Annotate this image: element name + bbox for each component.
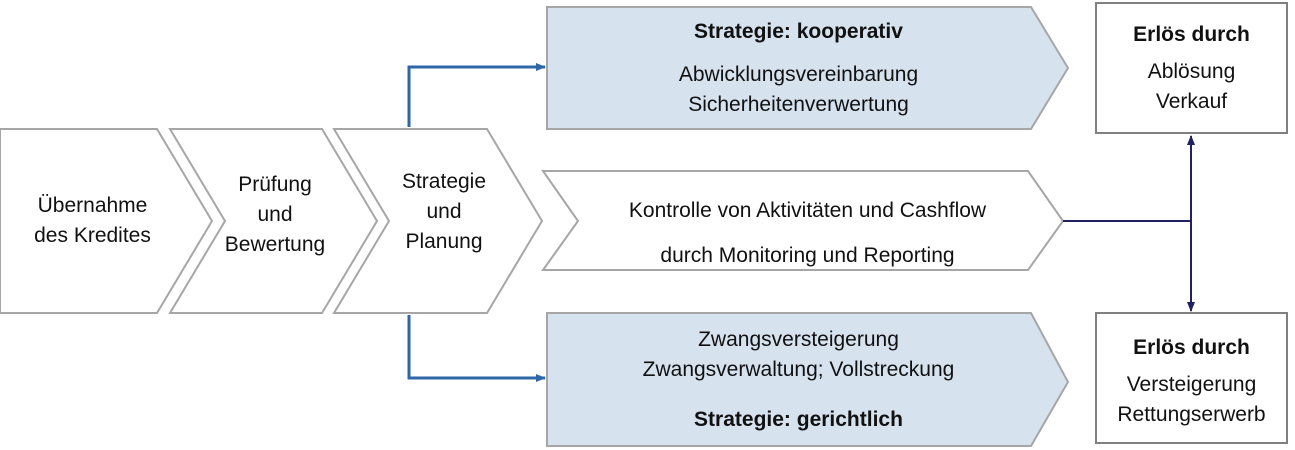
step-3-label: Strategie und Planung <box>354 167 534 257</box>
monitoring-line-2: durch Monitoring und Reporting <box>660 244 955 267</box>
step-3-line-2: und <box>426 200 462 223</box>
kooperativ-line-2: Sicherheitenverwertung <box>688 93 909 116</box>
monitoring-line-1: Kontrolle von Aktivitäten und Cashflow <box>628 199 987 222</box>
connector-to-gerichtlich <box>407 315 546 382</box>
kooperativ-line-1: Abwicklungsvereinbarung <box>678 63 919 86</box>
monitoring-label: Kontrolle von Aktivitäten und Cashflow d… <box>555 188 1060 278</box>
step-3-line-1: Strategie <box>401 170 487 193</box>
monitoring-chevron <box>541 170 1065 271</box>
erloes-bottom-title: Erlös durch <box>1133 336 1250 359</box>
connector-to-kooperativ <box>407 63 546 127</box>
step-2-line-2: und <box>257 203 293 226</box>
step-1-line-2: des Kredites <box>34 224 151 247</box>
step-1-line-1: Übernahme <box>37 194 148 217</box>
gerichtlich-lines: Zwangsversteigerung Zwangsverwaltung; Vo… <box>547 325 1050 385</box>
kooperativ-lines: Abwicklungsvereinbarung Sicherheitenverw… <box>547 60 1050 120</box>
step-1-label: Übernahme des Kredites <box>0 191 185 251</box>
gerichtlich-strategy-shape <box>546 312 1070 447</box>
erloes-bottom-box <box>1095 312 1288 444</box>
erloes-bottom-line-1: Versteigerung <box>1126 373 1257 396</box>
erloes-top-title: Erlös durch <box>1133 23 1250 46</box>
step-3-chevron <box>332 128 544 314</box>
step-1-chevron <box>0 128 214 314</box>
step-2-line-3: Bewertung <box>224 233 326 256</box>
step-2-line-1: Prüfung <box>238 173 312 196</box>
erloes-bottom-line-2: Rettungserwerb <box>1117 403 1266 426</box>
gerichtlich-title: Strategie: gerichtlich <box>694 408 903 431</box>
erloes-bottom-lines: Versteigerung Rettungserwerb <box>1096 370 1287 430</box>
step-2-chevron <box>168 128 379 314</box>
gerichtlich-line-1: Zwangsversteigerung <box>698 328 899 351</box>
kooperativ-title: Strategie: kooperativ <box>694 20 903 43</box>
step-3-line-3: Planung <box>405 230 483 253</box>
erloes-top-lines: Ablösung Verkauf <box>1096 57 1287 117</box>
erloes-top-line-1: Ablösung <box>1147 60 1236 83</box>
gerichtlich-line-2: Zwangsverwaltung; Vollstreckung <box>642 358 955 381</box>
step-2-label: Prüfung und Bewertung <box>185 170 365 260</box>
erloes-top-box <box>1095 2 1288 134</box>
kooperativ-strategy-shape <box>546 6 1070 130</box>
erloes-top-line-2: Verkauf <box>1155 90 1228 113</box>
